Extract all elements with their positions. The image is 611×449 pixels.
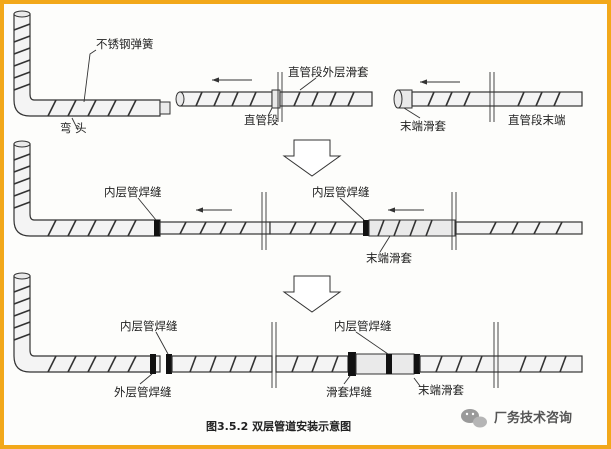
outer-weld <box>414 354 420 374</box>
inner-weld <box>154 220 160 236</box>
leader-line <box>403 107 421 119</box>
leader-line <box>355 331 389 355</box>
pipe-end-cap <box>159 101 171 115</box>
straight-pipe-segment <box>455 221 583 235</box>
spring-coils-horizontal <box>47 99 137 117</box>
label-outer-weld: 外层管焊缝 <box>114 385 172 399</box>
label-end-sleeve: 末端滑套 <box>400 119 446 133</box>
label-inner-weld: 内层管焊缝 <box>120 319 178 333</box>
label-inner-weld: 内层管焊缝 <box>312 185 370 199</box>
down-arrow <box>282 275 342 313</box>
label-sleeve-weld: 滑套焊缝 <box>326 385 372 399</box>
down-arrow <box>282 139 342 177</box>
leader-line <box>71 117 79 131</box>
label-straight-end: 直管段末端 <box>508 113 566 127</box>
watermark-text: 厂务技术咨询 <box>494 410 572 426</box>
stage-1: 不锈钢弹簧 弯 头 直管段外层滑套 直管段 末端滑套 直管段末端 <box>13 10 583 135</box>
label-end-sleeve: 末端滑套 <box>418 383 464 397</box>
straight-pipe-segment <box>171 355 273 373</box>
straight-pipe-segment <box>159 221 271 235</box>
pipe-opening <box>13 272 31 280</box>
leader-line <box>139 373 153 385</box>
wechat-icon <box>461 409 487 428</box>
leader-line <box>83 49 97 103</box>
stage-3: 内层管焊缝 内层管焊缝 外层管焊缝 滑套焊缝 末端滑套 <box>13 272 583 399</box>
label-inner-weld: 内层管焊缝 <box>104 185 162 199</box>
leader-line <box>339 197 365 221</box>
leader-line <box>137 197 157 221</box>
outer-weld <box>150 354 156 374</box>
elbow-pipe <box>13 13 161 117</box>
pipe-opening <box>13 10 31 18</box>
sleeve-weld <box>348 352 356 376</box>
stage-2: 内层管焊缝 内层管焊缝 末端滑套 <box>13 140 583 265</box>
leader-line <box>155 331 169 355</box>
label-straight: 直管段 <box>244 113 279 127</box>
leader-line <box>343 375 351 385</box>
elbow-pipe <box>13 275 161 373</box>
pipe-opening <box>13 140 31 148</box>
figure-caption: 图3.5.2 双层管道安装示意图 <box>206 419 351 433</box>
pipe-opening <box>393 89 403 109</box>
watermark: 厂务技术咨询 <box>461 409 572 428</box>
inner-weld <box>363 220 369 236</box>
sleeve <box>271 89 281 109</box>
inner-weld <box>386 354 392 374</box>
label-elbow: 弯 头 <box>60 121 87 135</box>
end-sleeve <box>368 219 456 237</box>
straight-pipe-segment <box>179 91 273 107</box>
straight-pipe-segment <box>411 91 583 107</box>
label-spring: 不锈钢弹簧 <box>96 37 154 51</box>
inner-weld <box>166 354 172 374</box>
leader-line <box>299 77 317 91</box>
label-end-sleeve: 末端滑套 <box>366 251 412 265</box>
label-inner-weld: 内层管焊缝 <box>334 319 392 333</box>
end-sleeve <box>355 353 415 375</box>
leader-line <box>413 377 421 387</box>
straight-pipe-segment <box>419 355 583 373</box>
label-straight-outer-sleeve: 直管段外层滑套 <box>288 65 369 79</box>
leader-line <box>267 107 273 117</box>
straight-pipe-segment <box>279 91 373 107</box>
leader-line <box>379 235 391 253</box>
spring-coils-vertical <box>13 23 31 91</box>
pipe-opening <box>175 91 185 107</box>
